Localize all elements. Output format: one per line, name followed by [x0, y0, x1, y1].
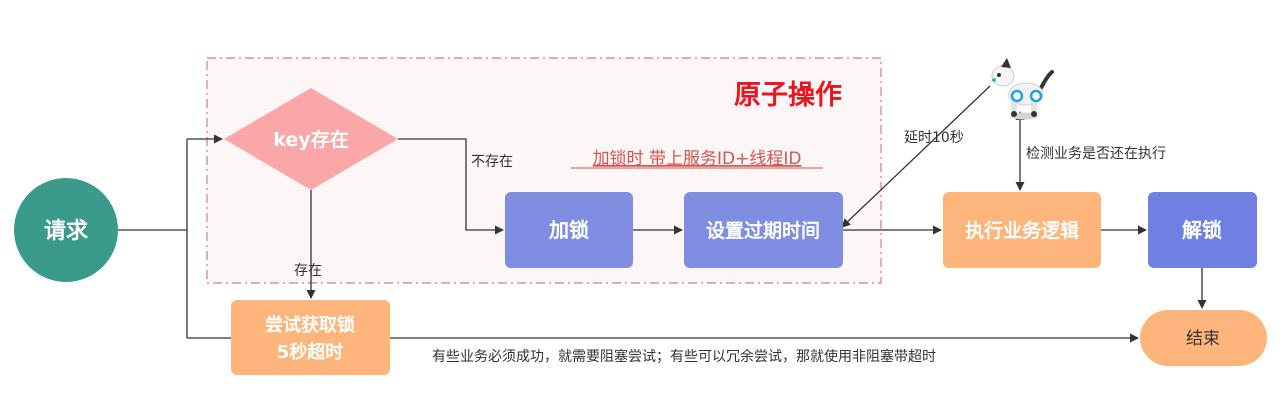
node-end-label: 结束 [1186, 329, 1220, 349]
edge-diamond-to-lock [398, 138, 504, 235]
node-execute-label: 执行业务逻辑 [965, 219, 1079, 242]
node-set-expire-label: 设置过期时间 [706, 220, 820, 242]
edge-label-bottom-note: 有些业务必须成功，就需要阻塞尝试；有些可以冗余尝试，那就使用非阻塞带超时 [432, 348, 936, 365]
node-set-expire: 设置过期时间 [684, 192, 843, 268]
edge-label-check: 检测业务是否还在执行 [1026, 146, 1166, 162]
region-note: 加锁时 带上服务ID+线程ID [593, 149, 802, 169]
node-lock-label: 加锁 [548, 218, 589, 242]
robot-dog-icon [991, 58, 1054, 120]
edge-label-exists: 存在 [294, 263, 322, 279]
node-request-label: 请求 [44, 218, 88, 244]
region-title: 原子操作 [734, 80, 842, 111]
edge-label-not-exists: 不存在 [471, 154, 513, 170]
node-key-exists: key存在 [224, 88, 398, 190]
node-unlock-label: 解锁 [1182, 218, 1222, 242]
edge-label-delay: 延时10秒 [904, 130, 964, 146]
node-request: 请求 [14, 178, 118, 282]
node-execute: 执行业务逻辑 [943, 192, 1101, 268]
node-try-lock: 尝试获取锁 5秒超时 [231, 300, 390, 375]
node-end: 结束 [1140, 310, 1267, 366]
node-key-exists-label: key存在 [273, 128, 348, 151]
edge-watchdog-to-expire [841, 85, 991, 228]
node-try-lock-line2: 5秒超时 [277, 341, 344, 363]
node-try-lock-line1: 尝试获取锁 [265, 314, 355, 336]
node-lock: 加锁 [505, 192, 633, 268]
node-unlock: 解锁 [1148, 192, 1257, 268]
